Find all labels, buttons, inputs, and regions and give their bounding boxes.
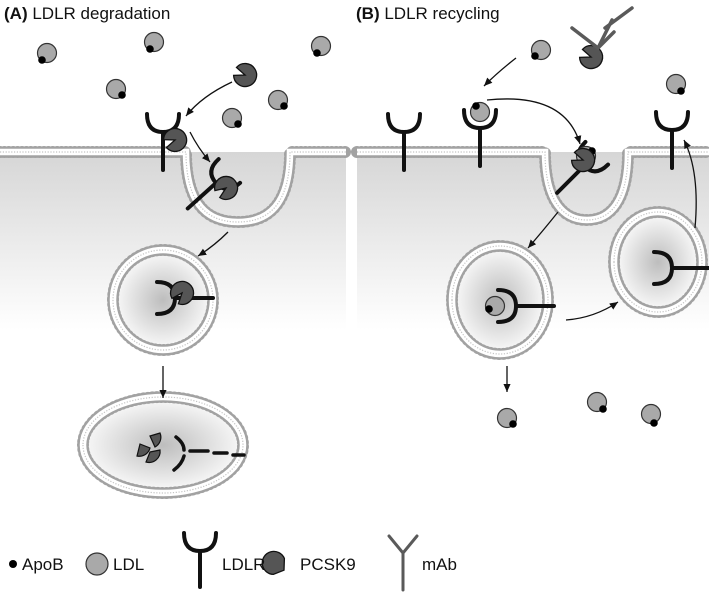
ldlr-receptor [145,112,181,172]
ldl-particle [496,407,518,429]
ldl-particle [143,31,165,53]
molecules [36,6,709,472]
plasma-membrane-b [351,146,709,227]
arrow-ldlr-to-pit [189,131,211,163]
legend-ldl-label: LDL [113,555,145,574]
ldl-particle [640,403,662,427]
ldlr-receptor [386,112,422,172]
plasma-membrane-a [0,146,352,229]
legend-apob-label: ApoB [22,555,64,574]
ldl-particle [484,295,506,317]
ldl-particle [586,391,608,413]
ldlr-receptor [462,108,498,168]
ldl-particle [530,39,552,61]
pcsk9-icon [261,550,286,576]
arrow-ldl-to-receptor [483,57,517,87]
arrow-recycling-to-surface [683,139,697,229]
ldl-particle [36,42,58,64]
ldl-particle [105,78,127,100]
ldlr-receptor [652,250,709,286]
ldl-particle [221,107,243,129]
pcsk9-bound [169,280,195,306]
legend [9,531,419,592]
cell-membranes [0,146,709,499]
ldlr-receptor [496,288,556,324]
legend-pcsk9-label: PCSK9 [300,555,356,574]
ldl-particle-icon [85,552,109,576]
panel-a-title: (A) LDLR degradation [4,4,171,23]
arrows [159,57,697,398]
ldlr-receptor-icon [182,531,218,589]
ldl-particle [665,73,687,95]
ldl-particle [267,89,289,111]
legend-ldlr-label: LDLR [222,555,266,574]
arrow-receptor-to-pit [486,98,582,145]
degraded-ldlr-fragments [172,435,246,472]
panel-b-title: (B) LDLR recycling [356,4,500,23]
arrow-endosome-to-recycling [565,301,619,321]
pcsk9-bound [162,127,188,153]
legend-mab-label: mAb [422,555,457,574]
ldl-bound [469,101,491,123]
pcsk9-molecule [232,62,258,88]
arrow-pcsk9-to-ldlr [185,81,233,117]
mab-antibody [570,6,634,51]
pcsk9-molecule [570,147,596,173]
arrow-pit-to-endosome-a [197,231,229,257]
apob-dot-icon [9,560,17,568]
recycling-endosome [607,206,709,318]
arrow-pit-to-endosome-b [527,211,559,249]
degraded-pcsk9-fragments [136,432,162,464]
ldlr-receptor [654,110,690,170]
pcsk9-molecule [578,44,604,70]
lysosome [76,391,250,499]
mab-antibody-icon [387,534,419,592]
early-endosome-b [445,240,555,360]
ldl-particle [310,35,332,57]
pcsk9-bound [213,175,239,201]
